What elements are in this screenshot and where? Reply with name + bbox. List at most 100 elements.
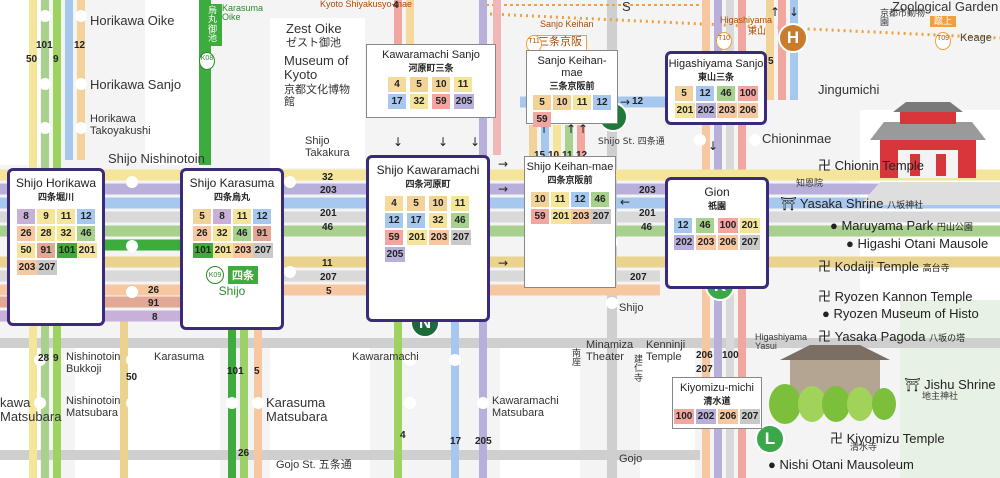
route-label: 8 <box>152 312 158 323</box>
route-chip-11: 11 <box>454 77 472 93</box>
route-chip-207: 207 <box>740 235 760 251</box>
route-chip-207: 207 <box>253 243 273 259</box>
route-chip-12: 12 <box>696 86 714 102</box>
place-horikawa-takoyakushi: Horikawa Takoyakushi <box>90 113 151 137</box>
subway-shijo: K09 四条 <box>183 266 281 285</box>
route-label: 5 <box>254 366 260 377</box>
route-chip-59: 59 <box>531 209 549 225</box>
route-chip-206: 206 <box>718 409 738 425</box>
route-chip-10: 10 <box>429 196 447 212</box>
route-label: 201 <box>639 208 656 219</box>
route-chip-205: 205 <box>454 94 474 110</box>
stop-name: Sanjo Keihan-mae <box>537 55 607 80</box>
stop-name-jp: 祇園 <box>707 202 726 213</box>
route-label: 50 <box>126 372 138 383</box>
street-vertical-kawabata: S <box>622 0 631 14</box>
stop-name-jp: 三条京阪前 <box>549 82 595 93</box>
mausoleum-higashi-otani: ● Higashi Otani Mausole <box>846 236 989 251</box>
route-label: 12 <box>576 150 587 161</box>
route-chip-207: 207 <box>740 409 760 425</box>
subway-code: K09 <box>206 266 224 285</box>
stop-name: Kawaramachi Sanjo <box>382 49 480 61</box>
route-label: 101 <box>36 40 53 51</box>
svg-text:→: → <box>498 157 508 171</box>
route-chip-100: 100 <box>674 409 694 425</box>
route-label: 205 <box>475 436 492 447</box>
route-label: 4 <box>393 0 399 11</box>
route-chip-202: 202 <box>674 235 694 251</box>
route-label: 5 <box>326 286 332 297</box>
route-label: 101 <box>227 366 244 377</box>
route-label: 50 <box>26 54 38 65</box>
route-label: 9 <box>53 353 59 364</box>
route-chip-4: 4 <box>388 77 406 93</box>
station-karasuma-oike-jp: 烏丸御池 <box>206 4 222 46</box>
stop-name: Shijo Horikawa <box>15 176 97 190</box>
temple-kodaiji: 卍 Kodaiji Temple 高台寺 <box>818 259 950 274</box>
route-chip-12: 12 <box>593 95 611 111</box>
park-maruyama: ● Maruyama Park 円山公園 <box>830 218 973 233</box>
route-chip-206: 206 <box>738 103 758 119</box>
place-zoo-jp: 京都市動物園 <box>880 9 926 29</box>
route-label: 203 <box>639 185 656 196</box>
street-shijo-vertical: Shijo <box>619 302 644 314</box>
svg-text:↓: ↓ <box>470 135 480 149</box>
svg-text:↓: ↓ <box>438 135 448 149</box>
route-label: 10 <box>548 150 559 161</box>
street-keage: Keage <box>960 32 992 44</box>
place-horikawa-oike: Horikawa Oike <box>90 13 175 28</box>
station-code-k08: K08 <box>199 52 215 70</box>
street-higashiyama: Higashiyama <box>720 15 773 25</box>
museum-ryozen: ● Ryozen Museum of Histo <box>822 306 979 321</box>
street-gojo-vertical: Gojo <box>619 453 643 465</box>
svg-text:↑: ↑ <box>578 122 588 136</box>
route-chip-201: 201 <box>213 243 233 259</box>
route-label: 26 <box>238 448 250 459</box>
route-chip-10: 10 <box>531 192 549 208</box>
route-chip-203: 203 <box>429 230 449 246</box>
route-chip-46: 46 <box>591 192 609 208</box>
stop-name-jp: 四条烏丸 <box>213 193 250 204</box>
route-chip-101: 101 <box>193 243 213 259</box>
svg-text:↑: ↑ <box>770 5 780 19</box>
stop-name: Shijo Karasuma <box>189 176 275 190</box>
temple-kiyomizu-jp: 清水寺 <box>850 443 878 453</box>
route-label: 91 <box>148 298 160 309</box>
route-chip-206: 206 <box>718 235 738 251</box>
route-chip-201: 201 <box>77 243 97 259</box>
temple-chionin: 卍 Chionin Temple <box>818 158 924 173</box>
route-chip-202: 202 <box>696 103 716 119</box>
place-zoo: Zoological Garden <box>892 0 999 14</box>
route-chip-28: 28 <box>37 226 55 242</box>
route-label: 12 <box>632 96 644 107</box>
route-label: 46 <box>641 222 653 233</box>
route-chip-5: 5 <box>533 95 551 111</box>
route-chip-205: 205 <box>385 247 405 263</box>
route-chip-101: 101 <box>57 243 77 259</box>
street-kenninji: Kenninji Temple <box>646 339 685 363</box>
route-chip-46: 46 <box>233 226 251 242</box>
street-higashiyama-jp: 東山 <box>748 27 767 37</box>
route-chip-10: 10 <box>553 95 571 111</box>
route-chip-201: 201 <box>407 230 427 246</box>
stop-name: Higashiyama Sanjo <box>668 58 764 70</box>
route-label: 11 <box>322 258 333 269</box>
route-label: 4 <box>400 430 406 441</box>
route-chip-201: 201 <box>675 103 695 119</box>
place-nishinotoin-bukkoji: Nishinotoin Bukkoji <box>66 351 121 375</box>
street-higashiyama-yasui: Higashiyama Yasui <box>755 332 808 352</box>
route-label: 201 <box>320 208 337 219</box>
svg-text:←: ← <box>620 195 630 209</box>
